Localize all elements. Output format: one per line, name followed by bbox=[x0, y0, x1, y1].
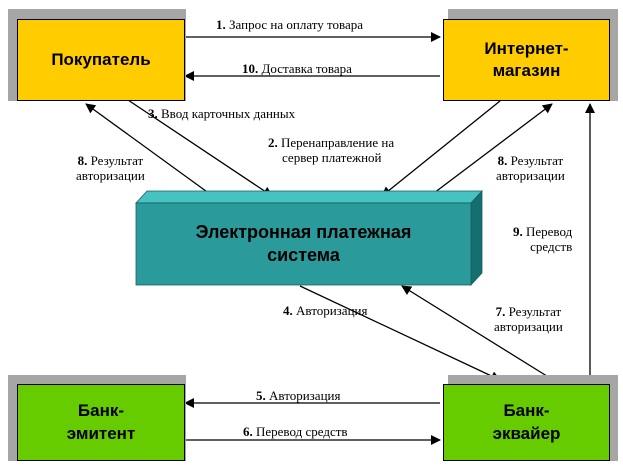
arrow-authorization bbox=[299, 285, 501, 381]
flow-line-1: 8. Результат bbox=[76, 153, 145, 168]
flow-text: Результат bbox=[508, 304, 562, 319]
flow-text-line-2: средств bbox=[530, 239, 573, 254]
eps-label: Электронная платежная система bbox=[196, 221, 412, 268]
eps-side-face bbox=[470, 189, 483, 287]
shop-node: Интернет- магазин bbox=[443, 19, 610, 101]
flow-label-4: 4. Авторизация bbox=[283, 303, 367, 318]
flow-number: 4. bbox=[283, 303, 293, 318]
shop-label: Интернет- магазин bbox=[484, 38, 568, 82]
eps-node: Электронная платежная система bbox=[136, 203, 471, 285]
flow-label-1: 1. Запрос на оплату товара bbox=[216, 17, 363, 32]
flow-number: 8. bbox=[77, 153, 88, 168]
arrow-card-data bbox=[127, 99, 273, 197]
flow-line-1: 2. Перенаправление на bbox=[268, 135, 394, 150]
flow-text: Результат bbox=[510, 153, 564, 168]
flow-number: 3. bbox=[148, 106, 158, 121]
flow-text-line-2: авторизации bbox=[494, 319, 563, 334]
eps-label-line-1: Электронная платежная bbox=[195, 221, 412, 242]
flow-label-8-left: 8. Результат авторизации bbox=[76, 153, 145, 183]
flow-text: Перевод средств bbox=[256, 424, 348, 439]
acquirer-label-line-2: эквайер bbox=[492, 423, 561, 443]
flow-text: Перевод bbox=[526, 224, 573, 239]
flow-label-7: 7. Результат авторизации bbox=[494, 304, 563, 334]
acquirer-label: Банк- эквайер bbox=[493, 400, 561, 444]
flow-text: Результат bbox=[90, 153, 144, 168]
flow-number: 2. bbox=[268, 135, 278, 150]
flow-number: 7. bbox=[495, 304, 506, 319]
acquirer-label-line-1: Банк- bbox=[503, 401, 550, 421]
acquirer-node: Банк- эквайер bbox=[443, 384, 610, 461]
flow-text: Авторизация bbox=[269, 388, 341, 403]
issuer-label: Банк- эмитент bbox=[67, 400, 136, 444]
shop-label-line-2: магазин bbox=[492, 61, 561, 80]
issuer-label-line-2: эмитент bbox=[66, 423, 136, 443]
arrow-result-to-buyer bbox=[85, 103, 211, 195]
flow-text-line-2: авторизации bbox=[496, 168, 565, 183]
flow-number: 9. bbox=[513, 224, 523, 239]
arrow-auth-result bbox=[401, 285, 551, 379]
flow-label-2: 2. Перенаправление на сервер платежной bbox=[268, 135, 394, 165]
flow-label-10: 10. Доставка товара bbox=[242, 61, 352, 76]
flow-label-5: 5. Авторизация bbox=[256, 388, 340, 403]
flow-number: 1. bbox=[216, 17, 226, 32]
flow-line-1: 9. Перевод bbox=[513, 224, 572, 239]
flow-number: 10. bbox=[242, 61, 259, 76]
flow-number: 5. bbox=[256, 388, 266, 403]
flow-text: Доставка товара bbox=[261, 61, 352, 76]
arrow-redirect bbox=[381, 100, 501, 197]
shop-label-line-1: Интернет- bbox=[484, 38, 569, 58]
arrow-result-to-shop bbox=[429, 103, 553, 197]
flow-line-1: 8. Результат bbox=[496, 153, 565, 168]
eps-front-face bbox=[135, 202, 472, 286]
flow-number: 8. bbox=[497, 153, 508, 168]
flow-line-1: 7. Результат bbox=[494, 304, 563, 319]
flow-number: 6. bbox=[243, 424, 253, 439]
buyer-label: Покупатель bbox=[51, 49, 150, 71]
flow-text-line-2: авторизации bbox=[76, 168, 145, 183]
flow-text: Авторизация bbox=[296, 303, 368, 318]
flow-label-9: 9. Перевод средств bbox=[513, 224, 572, 254]
flow-label-8-right: 8. Результат авторизации bbox=[496, 153, 565, 183]
flow-label-6: 6. Перевод средств bbox=[243, 424, 348, 439]
flow-text: Ввод карточных данных bbox=[161, 106, 296, 121]
eps-top-face bbox=[135, 190, 483, 204]
buyer-label-line: Покупатель bbox=[51, 49, 151, 69]
flow-text: Перенаправление на bbox=[281, 135, 395, 150]
issuer-node: Банк- эмитент bbox=[17, 384, 185, 461]
flow-text-line-2: сервер платежной bbox=[282, 150, 382, 165]
issuer-label-line-1: Банк- bbox=[77, 401, 125, 421]
buyer-node: Покупатель bbox=[17, 19, 185, 101]
flow-label-3: 3. Ввод карточных данных bbox=[148, 106, 295, 121]
eps-label-line-2: система bbox=[267, 245, 340, 265]
flow-text: Запрос на оплату товара bbox=[229, 17, 364, 32]
